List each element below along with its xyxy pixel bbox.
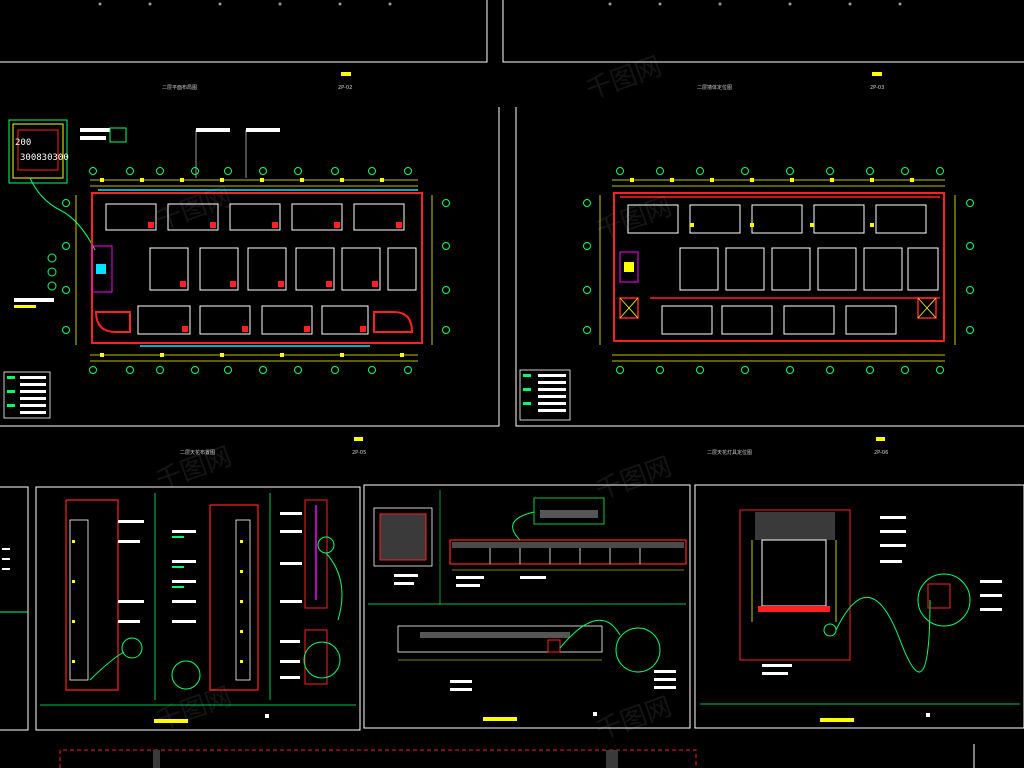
detail-frame-2 xyxy=(35,486,361,731)
detail-frame-1 xyxy=(0,486,29,731)
legend-right xyxy=(519,369,571,421)
svg-text:千图网: 千图网 xyxy=(592,452,676,507)
detail-frame-3 xyxy=(363,484,691,729)
detail-box-left: 200 300830300 xyxy=(8,119,127,251)
scale-mark xyxy=(354,437,363,441)
top-frame-right xyxy=(502,0,1024,63)
sheet-title-ceiling-right: 二层天花灯具定位图 xyxy=(707,449,752,456)
bottom-frame xyxy=(59,744,975,768)
sheet-code-ceiling-right: 2P-06 xyxy=(874,450,888,456)
detail-dim-a: 200 xyxy=(15,138,31,148)
detail-frame-4 xyxy=(694,484,1024,729)
svg-text:千图网: 千图网 xyxy=(582,52,666,107)
sheet-code-plan-right: 2P-03 xyxy=(870,85,884,91)
scale-mark xyxy=(341,72,351,76)
watermark: 千图网 千图网 千图网 千图网 千图网 千图网 千图网 xyxy=(152,52,676,747)
floor-plan-right xyxy=(583,167,974,374)
sheet-code-ceiling-left: 2P-05 xyxy=(352,450,366,456)
legend-left xyxy=(3,371,51,419)
plan-left-frame xyxy=(0,107,500,427)
top-frame-left xyxy=(0,0,488,63)
floor-plan-left xyxy=(62,128,450,374)
plan-right-frame xyxy=(515,107,1024,427)
sheet-code-plan-left: 2P-02 xyxy=(338,85,352,91)
svg-text:千图网: 千图网 xyxy=(592,192,676,247)
scale-mark xyxy=(872,72,882,76)
svg-text:千图网: 千图网 xyxy=(592,692,676,747)
svg-text:千图网: 千图网 xyxy=(152,682,236,737)
sheet-title-plan-left: 二层平面布局图 xyxy=(162,84,197,91)
left-side-annotations xyxy=(14,253,57,308)
scale-mark xyxy=(876,437,885,441)
detail-dim-b: 300830300 xyxy=(20,153,69,163)
sheet-title-ceiling-left: 二层天花布置图 xyxy=(180,449,215,456)
sheet-title-plan-right: 二层墙体定位图 xyxy=(697,84,732,91)
